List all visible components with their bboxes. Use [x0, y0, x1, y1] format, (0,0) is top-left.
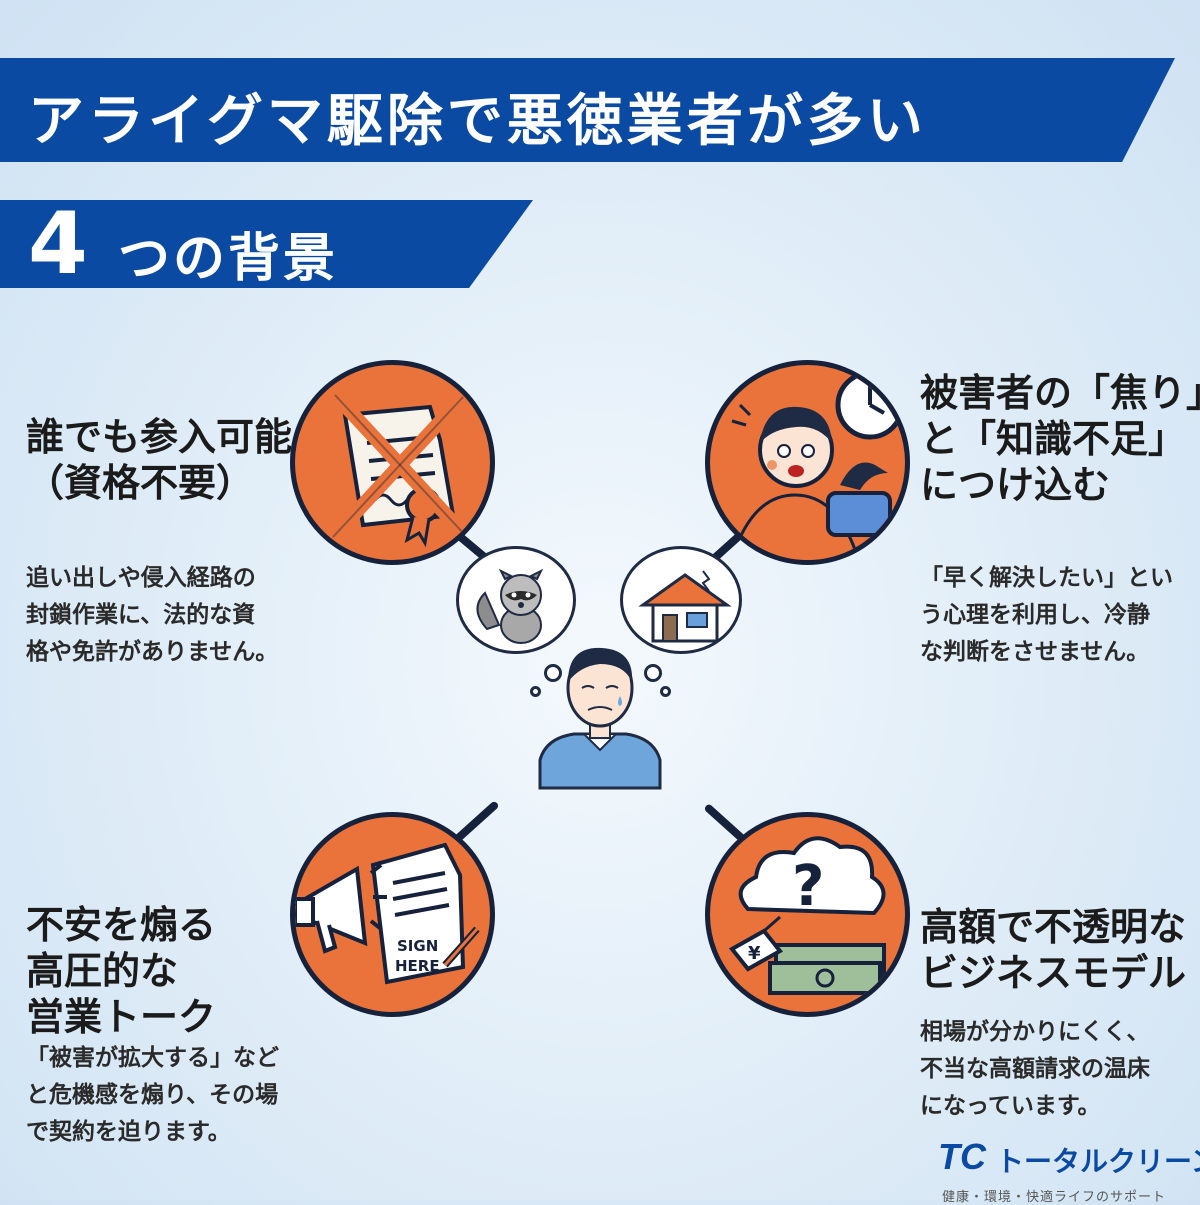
worried-man-icon	[538, 647, 662, 790]
title-banner: アライグマ駆除で悪徳業者が多い	[0, 58, 1175, 162]
question-icon: ?	[792, 854, 824, 919]
yen-label: ¥	[748, 943, 761, 964]
item-2-body: 「早く解決したい」とい う心理を利用し、冷静 な判断をさせません。	[920, 565, 1173, 665]
item-3-heading: 不安を煽る 高圧的な 営業トーク	[26, 903, 217, 1039]
logo-mark: TC	[938, 1136, 986, 1177]
page-title: アライグマ駆除で悪徳業者が多い	[28, 89, 927, 154]
raccoon-icon	[476, 568, 544, 644]
certificate-icon	[327, 390, 471, 548]
logo-tagline: 健康・環境・快適ライフのサポート	[942, 1190, 1167, 1205]
thought-dot	[644, 664, 662, 682]
house-thought-bubble	[620, 546, 742, 654]
thought-dot	[544, 664, 562, 682]
subtitle-number: 4	[28, 194, 88, 294]
item-4-circle: ? ¥	[705, 812, 910, 1017]
raccoon-thought-bubble	[456, 546, 576, 654]
subtitle-text: つの背景	[118, 229, 339, 289]
damaged-house-icon	[638, 570, 732, 643]
here-label: HERE	[395, 957, 440, 975]
thought-dot	[660, 686, 671, 697]
item-3-body: 「被害が拡大する」など と危機感を煽り、その場 で契約を迫ります。	[26, 1045, 279, 1145]
sign-label: SIGN	[397, 937, 438, 955]
item-1-heading: 誰でも参入可能 （資格不要）	[26, 415, 293, 505]
logo-name: トータルクリーン	[996, 1145, 1200, 1178]
item-1-circle	[290, 360, 495, 565]
thought-dot	[530, 686, 541, 697]
megaphone-contract-icon: SIGN HERE	[295, 842, 480, 985]
item-1-body: 追い出しや侵入経路の 封鎖作業に、法的な資 格や免許がありません。	[26, 565, 279, 665]
item-4-body: 相場が分かりにくく、 不当な高額請求の温床 になっています。	[920, 1019, 1150, 1119]
item-4-heading: 高額で不透明な ビジネスモデル	[920, 905, 1187, 995]
money-question-icon: ? ¥	[728, 836, 886, 995]
worried-person-icon	[730, 370, 905, 560]
item-2-circle	[705, 360, 910, 565]
item-3-circle: SIGN HERE	[290, 812, 495, 1017]
item-2-heading: 被害者の「焦り」 と「知識不足」 につけ込む	[920, 371, 1200, 507]
subtitle-banner: 4 つの背景	[0, 200, 533, 288]
